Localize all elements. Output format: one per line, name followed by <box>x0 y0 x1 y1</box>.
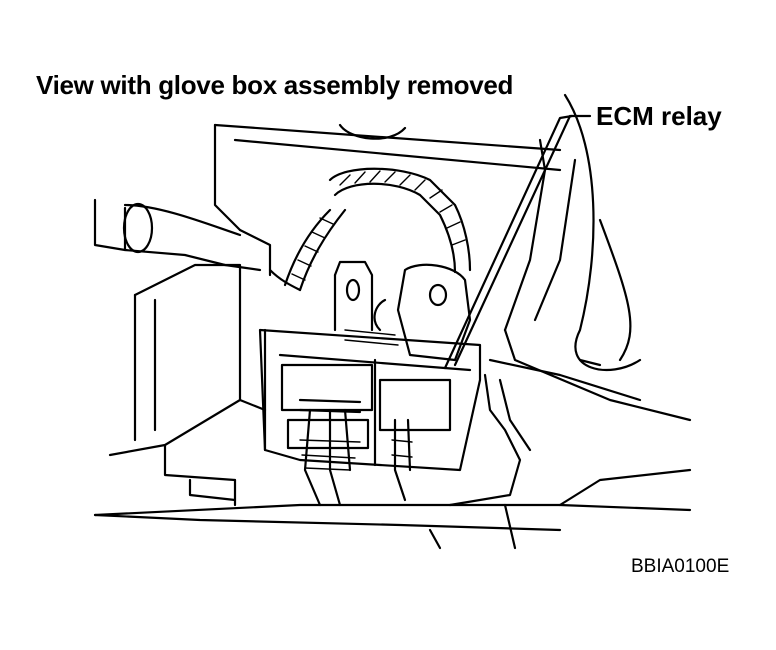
left-bracket <box>93 198 272 277</box>
ecm-relay-bracket <box>344 263 472 362</box>
mounting-bracket <box>333 260 374 332</box>
dash-upper-panel <box>213 123 562 232</box>
right-panel <box>488 93 692 422</box>
lower-panel <box>93 468 692 550</box>
figure-code: BBIA0100E <box>631 556 730 577</box>
upper-wire-harness <box>268 167 472 292</box>
page-title: View with glove box assembly removed <box>36 70 514 100</box>
callout-leader-line <box>443 114 592 370</box>
left-housing <box>108 263 267 507</box>
ecm-relay-label: ECM relay <box>596 101 722 131</box>
relay-block <box>258 328 482 472</box>
connector-wiring <box>299 373 532 507</box>
